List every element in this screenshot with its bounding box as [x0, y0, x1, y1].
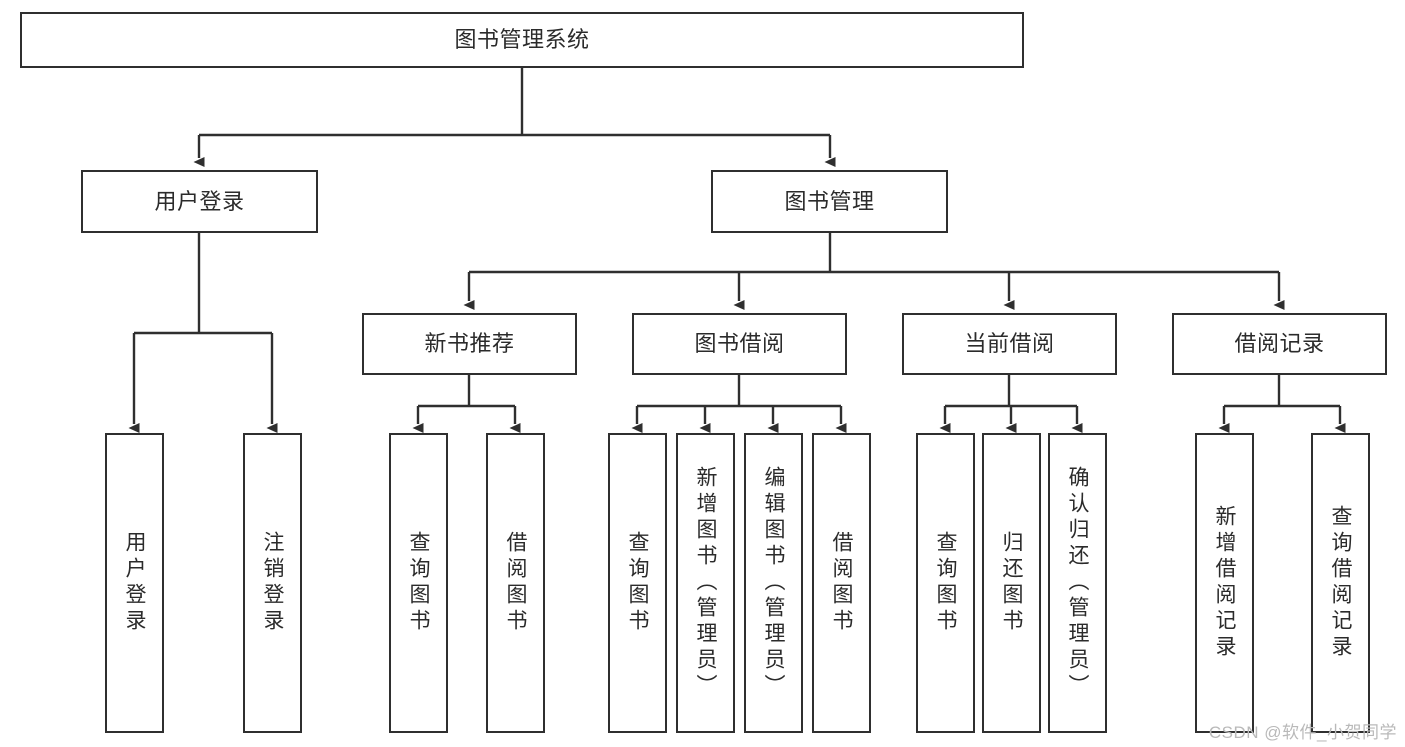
- node-label: 归还图书: [1000, 531, 1023, 635]
- node-label: 新增借阅记录: [1213, 505, 1236, 661]
- node-label: 用户登录: [123, 531, 146, 635]
- node-book-borrow[interactable]: 图书借阅: [632, 313, 847, 375]
- node-label: 借阅记录: [1234, 331, 1325, 357]
- node-label: 图书管理: [784, 188, 875, 214]
- node-leaf-recommend-query-book[interactable]: 查询图书: [389, 433, 448, 733]
- node-root-system[interactable]: 图书管理系统: [20, 12, 1024, 68]
- node-borrow-record[interactable]: 借阅记录: [1172, 313, 1387, 375]
- node-label: 查询图书: [626, 531, 649, 635]
- node-leaf-borrow-edit-book-admin[interactable]: 编辑图书（管理员）: [744, 433, 803, 733]
- node-label: 新书推荐: [424, 331, 515, 357]
- node-leaf-borrow-borrow-book[interactable]: 借阅图书: [812, 433, 871, 733]
- node-label: 借阅图书: [504, 531, 527, 635]
- node-label: 查询图书: [407, 531, 430, 635]
- node-new-book-recommend[interactable]: 新书推荐: [362, 313, 577, 375]
- node-leaf-user-logout[interactable]: 注销登录: [243, 433, 302, 733]
- node-leaf-current-query-book[interactable]: 查询图书: [916, 433, 975, 733]
- node-label: 图书管理系统: [454, 27, 590, 53]
- node-label: 图书借阅: [694, 331, 785, 357]
- node-leaf-borrow-add-book-admin[interactable]: 新增图书（管理员）: [676, 433, 735, 733]
- node-current-borrow[interactable]: 当前借阅: [902, 313, 1117, 375]
- node-leaf-record-query-record[interactable]: 查询借阅记录: [1311, 433, 1370, 733]
- watermark-text: CSDN @软件_小贺同学: [1208, 723, 1397, 742]
- node-leaf-borrow-query-book[interactable]: 查询图书: [608, 433, 667, 733]
- node-user-login[interactable]: 用户登录: [81, 170, 318, 233]
- node-label: 用户登录: [154, 188, 245, 214]
- node-leaf-record-add-record[interactable]: 新增借阅记录: [1195, 433, 1254, 733]
- node-leaf-current-confirm-return-admin[interactable]: 确认归还（管理员）: [1048, 433, 1107, 733]
- node-label: 确认归还（管理员）: [1066, 466, 1089, 700]
- node-label: 借阅图书: [830, 531, 853, 635]
- node-leaf-recommend-borrow-book[interactable]: 借阅图书: [486, 433, 545, 733]
- node-label: 注销登录: [261, 531, 284, 635]
- node-label: 查询借阅记录: [1329, 505, 1352, 661]
- node-label: 当前借阅: [964, 331, 1055, 357]
- node-label: 查询图书: [934, 531, 957, 635]
- node-leaf-current-return-book[interactable]: 归还图书: [982, 433, 1041, 733]
- node-leaf-user-login[interactable]: 用户登录: [105, 433, 164, 733]
- node-label: 编辑图书（管理员）: [762, 466, 785, 700]
- node-label: 新增图书（管理员）: [694, 466, 717, 700]
- connector-lines: [128, 68, 1346, 433]
- node-book-management[interactable]: 图书管理: [711, 170, 948, 233]
